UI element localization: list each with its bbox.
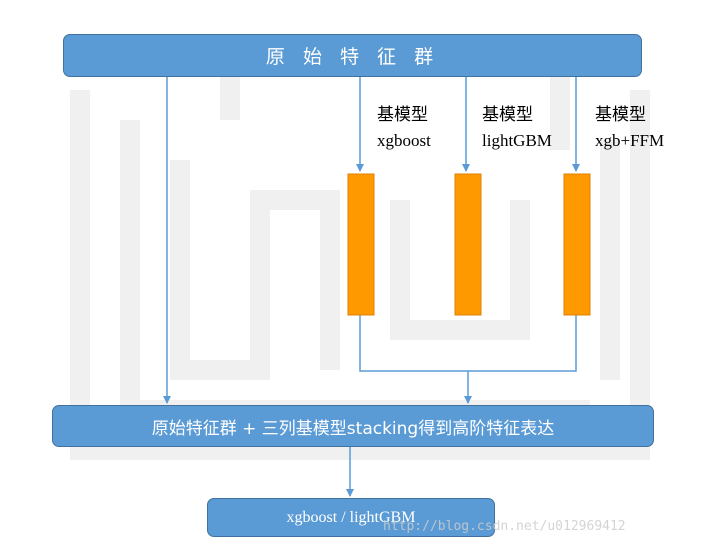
- final-model-box: xgboost / lightGBM: [207, 498, 495, 537]
- original-features-label: 原 始 特 征 群: [265, 46, 440, 68]
- base-model-title: 基模型: [595, 105, 646, 125]
- base-model-label-xgboost: 基模型 xgboost: [377, 103, 431, 153]
- stacked-features-box: 原始特征群 + 三列基模型stacking得到高阶特征表达: [52, 405, 654, 447]
- base-model-label-xgb-ffm: 基模型 xgb+FFM: [595, 103, 664, 153]
- model-bar-xgboost: [347, 173, 375, 316]
- model-bar-xgb-ffm: [563, 173, 591, 316]
- base-model-title: 基模型: [377, 105, 428, 125]
- final-model-label: xgboost / lightGBM: [286, 508, 416, 526]
- stacked-features-label: 原始特征群 + 三列基模型stacking得到高阶特征表达: [151, 418, 555, 439]
- watermark-text: http://blog.csdn.net/u012969412: [383, 519, 626, 534]
- base-model-name: xgb+FFM: [595, 131, 665, 150]
- base-model-name: xgboost: [377, 131, 431, 150]
- base-model-label-lightgbm: 基模型 lightGBM: [482, 103, 552, 153]
- base-model-title: 基模型: [482, 105, 533, 125]
- model-merge-line: [359, 315, 577, 372]
- original-features-box: 原 始 特 征 群: [63, 34, 642, 77]
- base-model-name: lightGBM: [482, 131, 552, 150]
- model-bar-lightgbm: [454, 173, 482, 316]
